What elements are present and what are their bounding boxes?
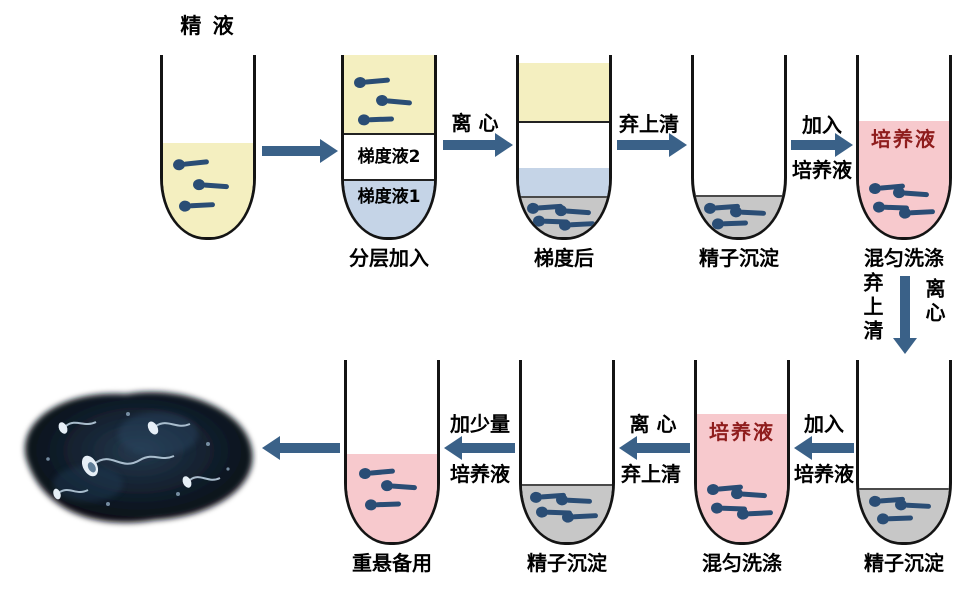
culture-medium-label: 培养液 <box>871 127 937 151</box>
sperm-icon <box>712 216 748 230</box>
gradient1-label: 梯度液1 <box>357 187 421 207</box>
tube-layered-gradient: 梯度液2 梯度液1 <box>341 55 437 240</box>
caption-pellet-3: 精子沉淀 <box>527 551 607 575</box>
micrograph-haze <box>53 466 123 502</box>
caption-layered-add: 分层加入 <box>349 246 429 270</box>
gradient-layer <box>519 168 609 196</box>
tube-pellet-2-contents <box>859 360 949 542</box>
sperm-icon <box>737 506 774 521</box>
caption-resuspend: 重悬备用 <box>352 551 432 575</box>
gradient2-layer: 梯度液2 <box>344 133 434 181</box>
sperm-icon <box>562 509 599 524</box>
tube-pellet-3 <box>519 360 615 545</box>
label-add-1-bottom: 培养液 <box>792 158 852 182</box>
sperm-icon <box>559 217 596 232</box>
tube-layered-contents: 梯度液2 梯度液1 <box>344 55 434 237</box>
micrograph-specks <box>46 412 230 506</box>
tube-mix-wash-2-contents: 培养液 <box>697 360 787 542</box>
sperm-head-nucleus <box>87 462 96 473</box>
gradient2-label: 梯度液2 <box>357 147 421 167</box>
arrow-transfer-1 <box>262 139 338 163</box>
tube-resuspend <box>344 360 440 545</box>
caption-mix-wash-1: 混匀洗涤 <box>864 246 944 270</box>
tube-semen-contents <box>163 55 253 237</box>
caption-after-gradient: 梯度后 <box>534 246 594 270</box>
sperm-icon <box>358 112 394 126</box>
culture-medium-label: 培养液 <box>709 420 775 444</box>
tube-pellet-3-contents <box>522 360 612 542</box>
label-centrifuge-2: 离 心 <box>629 412 677 436</box>
arrow-add-medium-1 <box>791 133 853 157</box>
label-down-discard: 弃上清 <box>860 272 884 344</box>
caption-pellet-2: 精子沉淀 <box>864 551 944 575</box>
sperm-icon <box>899 205 936 220</box>
sperm-icon <box>193 178 230 193</box>
label-discard-2: 弃上清 <box>621 462 681 486</box>
label-add-small-bottom: 培养液 <box>450 462 510 486</box>
tube-after-gradient <box>516 55 612 240</box>
micrograph-haze <box>118 412 198 456</box>
arrow-centrifuge-1 <box>443 133 513 157</box>
label-add-2-bottom: 培养液 <box>794 462 854 486</box>
arrow-add-medium-2 <box>794 436 854 460</box>
sperm-micrograph-image <box>25 391 253 523</box>
label-add-small-top: 加少量 <box>450 412 510 436</box>
arrow-discard-1 <box>617 133 687 157</box>
tube-semen-sample <box>160 55 256 240</box>
tube-mix-wash-1: 培养液 <box>856 55 952 240</box>
label-add-2-top: 加入 <box>804 412 844 436</box>
tube-resuspend-contents <box>347 360 437 542</box>
label-down-centrifuge: 离心 <box>922 278 946 326</box>
tube-after-gradient-contents <box>519 55 609 237</box>
tube-mix-wash-2: 培养液 <box>694 360 790 545</box>
sperm-icon <box>877 511 913 525</box>
micrograph-background <box>25 391 253 523</box>
tube-pellet-2 <box>856 360 952 545</box>
label-discard-1: 弃上清 <box>619 112 679 136</box>
caption-mix-wash-2: 混匀洗涤 <box>702 551 782 575</box>
sperm-icon <box>893 186 930 201</box>
arrow-centrifuge-2 <box>619 436 690 460</box>
sperm-icon <box>895 498 932 513</box>
sperm-icon <box>731 487 768 502</box>
arrow-to-result <box>262 436 340 460</box>
arrow-down-centrifuge <box>893 276 917 354</box>
source-label: 精 液 <box>180 14 236 38</box>
gradient1-layer: 梯度液1 <box>344 179 434 237</box>
sperm-tails <box>59 421 221 493</box>
sperm-icon <box>179 198 216 213</box>
sperm-icon <box>365 497 401 511</box>
tube-mix-wash-1-contents: 培养液 <box>859 55 949 237</box>
seminal-plasma-layer <box>519 63 609 123</box>
caption-pellet-1: 精子沉淀 <box>699 246 779 270</box>
arrow-add-small <box>444 436 515 460</box>
tube-pellet-1-contents <box>694 55 784 237</box>
tube-pellet-1 <box>691 55 787 240</box>
label-centrifuge-1: 离 心 <box>451 111 499 135</box>
sperm-icon <box>381 479 418 494</box>
